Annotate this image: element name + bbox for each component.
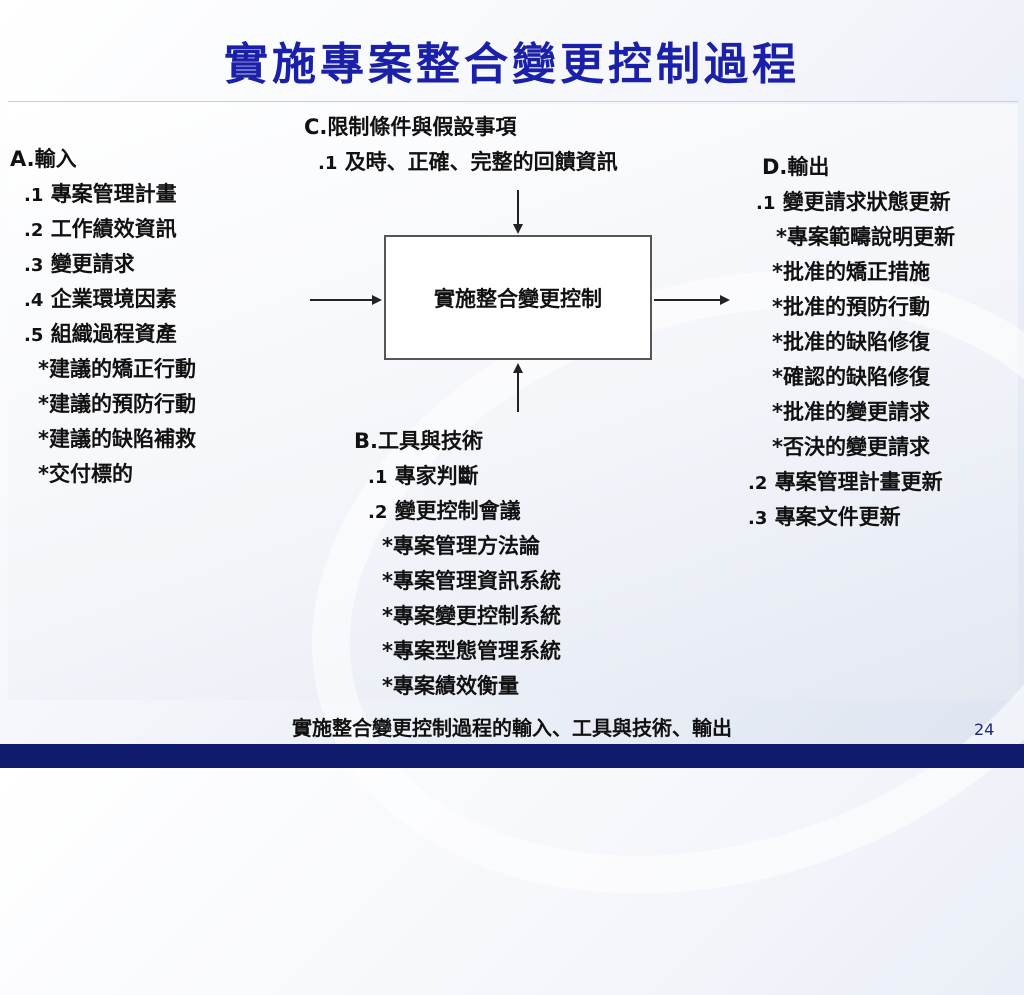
- tools-heading: B.工具與技術: [354, 429, 483, 453]
- outputs-subitem: *否決的變更請求: [772, 435, 930, 459]
- tools-subitem: *專案變更控制系統: [382, 604, 561, 628]
- flow-arrows: [310, 190, 730, 412]
- outputs-heading: D.輸出: [762, 155, 830, 179]
- tools-subitem: *專案型態管理系統: [382, 639, 561, 663]
- outputs-subitem: *批准的預防行動: [772, 295, 930, 319]
- constraints-block: C.限制條件與假設事項 .1 及時、正確、完整的回饋資訊: [304, 110, 618, 180]
- figure-caption: 實施整合變更控制過程的輸入、工具與技術、輸出: [292, 716, 732, 740]
- tools-subitem: *專案管理方法論: [382, 534, 540, 558]
- inputs-subitem: *交付標的: [38, 462, 133, 486]
- tools-block: B.工具與技術 .1 專家判斷 .2 變更控制會議 *專案管理方法論 *專案管理…: [354, 424, 561, 704]
- tools-subitem: *專案績效衡量: [382, 674, 519, 698]
- page-number: 24: [974, 720, 995, 739]
- outputs-block: D.輸出 .1 變更請求狀態更新 *專案範疇說明更新 *批准的矯正措施 *批准的…: [748, 150, 955, 535]
- tools-item-2: .2 變更控制會議: [368, 499, 521, 523]
- outputs-subitem: *確認的缺陷修復: [772, 365, 930, 389]
- inputs-block: A.輸入 .1 專案管理計畫 .2 工作績效資訊 .3 變更請求 .4 企業環境…: [10, 142, 196, 492]
- outputs-item-1: .1 變更請求狀態更新: [756, 190, 951, 214]
- inputs-item-4: .4 企業環境因素: [24, 287, 177, 311]
- content-panel: [8, 104, 1024, 995]
- outputs-subitem: *批准的矯正措施: [772, 260, 930, 284]
- inputs-item-2: .2 工作績效資訊: [24, 217, 177, 241]
- title-divider: [8, 101, 1018, 102]
- inputs-subitem: *建議的預防行動: [38, 392, 196, 416]
- tools-subitem: *專案管理資訊系統: [382, 569, 561, 593]
- constraints-heading: C.限制條件與假設事項: [304, 115, 517, 139]
- inputs-item-1: .1 專案管理計畫: [24, 182, 177, 206]
- tools-item-1: .1 專家判斷: [368, 464, 479, 488]
- outputs-item-2: .2 專案管理計畫更新: [748, 470, 943, 494]
- outputs-subitem: *批准的變更請求: [772, 400, 930, 424]
- constraints-item-1: .1 及時、正確、完整的回饋資訊: [318, 150, 618, 174]
- inputs-subitem: *建議的矯正行動: [38, 357, 196, 381]
- process-box: 實施整合變更控制: [384, 235, 652, 360]
- inputs-item-3: .3 變更請求: [24, 252, 135, 276]
- outputs-subitem: *批准的缺陷修復: [772, 330, 930, 354]
- inputs-subitem: *建議的缺陷補救: [38, 427, 196, 451]
- footer-bar: [0, 744, 1024, 768]
- slide-title: 實施專案整合變更控制過程: [224, 39, 800, 90]
- outputs-subitem: *專案範疇說明更新: [776, 225, 955, 249]
- inputs-item-5: .5 組織過程資產: [24, 322, 177, 346]
- outputs-item-3: .3 專案文件更新: [748, 505, 901, 529]
- inputs-heading: A.輸入: [10, 147, 77, 171]
